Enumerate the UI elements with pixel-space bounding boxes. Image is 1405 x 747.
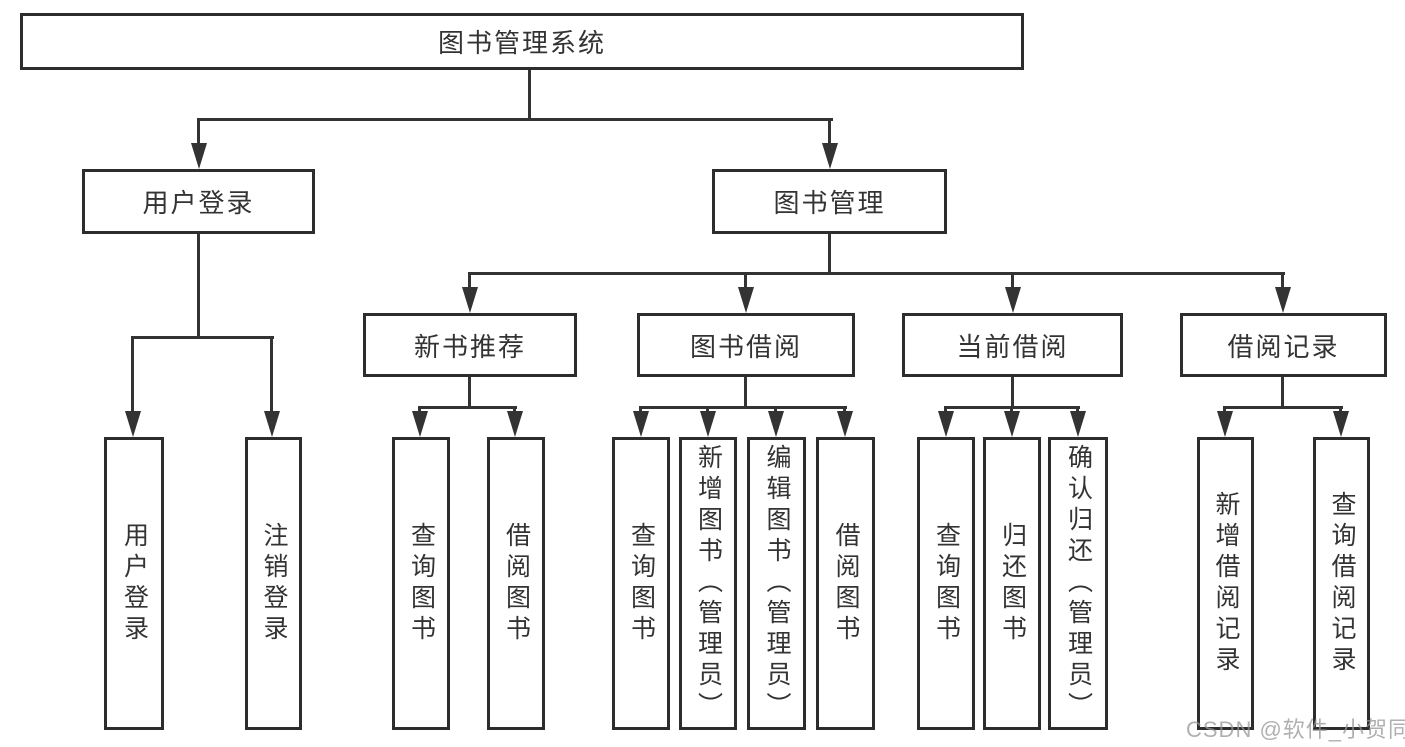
arrow-to-leaf-logout <box>264 336 280 437</box>
connector-user-login-stub <box>197 233 200 339</box>
leaf-borrow-query-books: 查询图书 <box>612 437 670 730</box>
connector-borrow-records-stub <box>1281 376 1284 409</box>
node-current-borrow: 当前借阅 <box>902 313 1123 377</box>
leaf-records-add-record: 新增借阅记录 <box>1197 437 1254 730</box>
arrow-current-query <box>938 406 954 437</box>
arrow-to-borrow-records <box>1275 272 1291 313</box>
arrow-borrow-add <box>700 406 716 437</box>
leaf-records-query-record: 查询借阅记录 <box>1313 437 1370 730</box>
leaf-borrow-edit-books-admin: 编辑图书（管理员） <box>747 437 806 730</box>
leaf-user-login: 用户登录 <box>104 437 164 730</box>
arrow-to-current-borrow <box>1005 272 1021 313</box>
leaf-borrow-borrow-books: 借阅图书 <box>816 437 875 730</box>
connector-level3-bus <box>468 272 1285 275</box>
connector-book-management-stub <box>828 233 831 275</box>
node-borrow-records: 借阅记录 <box>1180 313 1387 377</box>
node-new-book-recommend: 新书推荐 <box>363 313 577 377</box>
arrow-newbook-borrow <box>507 406 523 437</box>
node-root-library-system: 图书管理系统 <box>20 13 1024 70</box>
leaf-current-confirm-return-admin: 确认归还（管理员） <box>1048 437 1108 730</box>
arrow-borrow-edit <box>768 406 784 437</box>
node-book-management: 图书管理 <box>712 169 947 234</box>
connector-root-stub <box>528 69 531 121</box>
arrow-borrow-query <box>633 406 649 437</box>
node-user-login: 用户登录 <box>82 169 315 234</box>
arrow-current-confirm <box>1070 406 1086 437</box>
connector-user-login-bus <box>131 336 274 339</box>
arrow-to-book-borrow <box>738 272 754 313</box>
arrow-current-return <box>1004 406 1020 437</box>
arrow-to-user-login <box>191 118 207 169</box>
connector-new-book-bus <box>418 406 517 409</box>
node-book-borrow: 图书借阅 <box>637 313 855 377</box>
connector-new-book-stub <box>468 376 471 409</box>
leaf-newbook-query-books: 查询图书 <box>392 437 450 730</box>
arrow-records-add <box>1217 406 1233 437</box>
leaf-current-return-books: 归还图书 <box>983 437 1041 730</box>
connector-level2-bus <box>197 118 833 121</box>
csdn-watermark: CSDN @软件_小贺同学 <box>1186 717 1405 742</box>
connector-book-borrow-bus <box>639 406 847 409</box>
leaf-borrow-add-books-admin: 新增图书（管理员） <box>679 437 737 730</box>
leaf-current-query-books: 查询图书 <box>917 437 975 730</box>
arrow-borrow-borrow <box>837 406 853 437</box>
connector-book-borrow-stub <box>744 376 747 409</box>
arrow-to-leaf-user-login <box>125 336 141 437</box>
arrow-to-new-book-recommend <box>462 272 478 313</box>
leaf-newbook-borrow-books: 借阅图书 <box>487 437 545 730</box>
leaf-logout: 注销登录 <box>245 437 302 730</box>
arrow-records-query <box>1333 406 1349 437</box>
connector-borrow-records-bus <box>1223 406 1343 409</box>
connector-current-borrow-stub <box>1011 376 1014 409</box>
arrow-to-book-management <box>822 118 838 169</box>
arrow-newbook-query <box>412 406 428 437</box>
